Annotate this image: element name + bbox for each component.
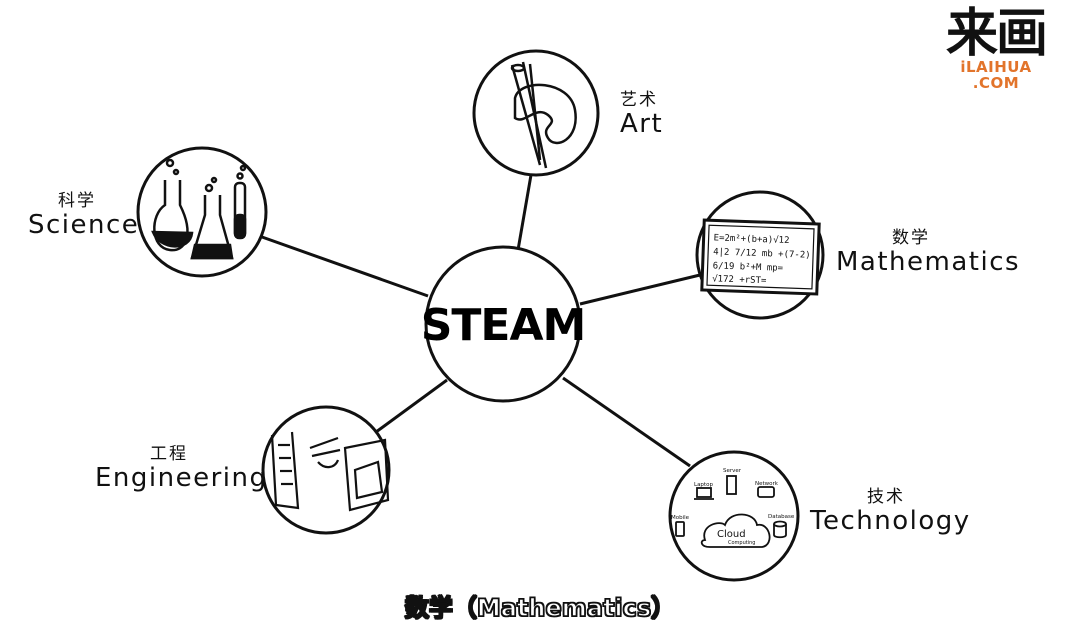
tech-label-server: Server [723, 468, 742, 474]
tech-label-laptop: Laptop [694, 482, 713, 488]
tech-label-database: Database [768, 514, 795, 520]
hub-label: STEAM [421, 300, 586, 351]
math-line-1: E=2m²+(b+a)√12 [713, 232, 789, 246]
math-line-3: 6/19 b²+M mp= [712, 261, 783, 273]
art-label-en: Art [620, 109, 664, 139]
science-label-zh: 科学 [58, 191, 96, 211]
lab-flasks-icon [151, 158, 247, 260]
drafting-tools-icon [270, 431, 390, 512]
edge-art [516, 174, 533, 251]
logo-brand: iLAIHUA [960, 58, 1032, 76]
cloud-network-icon [675, 475, 787, 548]
technology-label-zh: 技术 [867, 487, 905, 507]
technology-node: Laptop Server Network Mobile Database Cl… [668, 450, 800, 582]
science-node [136, 146, 268, 278]
engineering-label-en: Engineering [95, 463, 268, 493]
art-label-zh: 艺术 [620, 90, 658, 110]
art-label: 艺术 Art [620, 90, 664, 139]
edge-mathematics [579, 273, 701, 306]
mathematics-label-zh: 数学 [892, 228, 930, 248]
math-line-2: 4|2 7/12 mb +(7-2) [713, 247, 811, 260]
science-label-en: Science [28, 210, 140, 240]
edge-science [261, 235, 429, 298]
technology-label: 技术 Technology [810, 487, 971, 536]
engineering-label-zh: 工程 [150, 444, 188, 464]
mathematics-node: E=2m²+(b+a)√12 4|2 7/12 mb +(7-2) 6/19 b… [695, 190, 825, 320]
paint-palette-icon [510, 61, 577, 169]
engineering-node [261, 405, 391, 535]
tech-label-cloud: Cloud [717, 529, 746, 540]
logo-chinese: 来画 [945, 4, 1048, 64]
ilaihua-logo: 来画 iLAIHUA .COM [940, 8, 1052, 92]
engineering-label: 工程 Engineering [95, 444, 268, 493]
tech-label-mobile: Mobile [671, 515, 690, 521]
tech-label-network: Network [755, 481, 779, 487]
mathematics-label-en: Mathematics [836, 247, 1021, 277]
logo-domain: .COM [972, 73, 1020, 92]
tech-label-computing: Computing [728, 540, 755, 546]
science-label: 科学 Science [28, 191, 140, 240]
technology-label-en: Technology [810, 506, 971, 536]
edge-engineering [375, 378, 448, 434]
mathematics-label: 数学 Mathematics [836, 228, 1021, 277]
math-line-4: √172 +rST= [712, 273, 767, 286]
edge-technology [562, 376, 691, 468]
art-node [472, 49, 600, 177]
chalkboard-icon [700, 218, 821, 296]
subtitle-caption: 数学（Mathematics） [404, 593, 676, 623]
hub-circle [424, 245, 582, 403]
